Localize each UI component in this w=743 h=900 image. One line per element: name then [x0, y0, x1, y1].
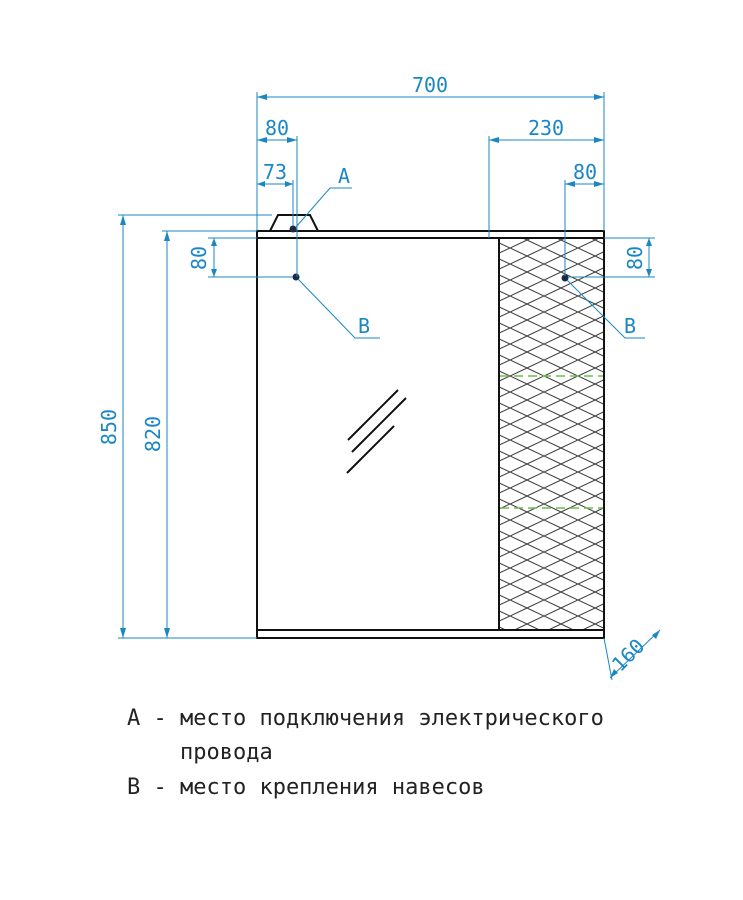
dim-left-80: 80 — [265, 116, 289, 140]
dim-right-vertical-80: 80 — [623, 246, 647, 270]
mirror-glare-icon — [346, 389, 407, 474]
dim-height-820: 820 — [141, 416, 165, 452]
legend-line-b: В - место крепления навесов — [127, 775, 485, 800]
dim-right-80-top: 80 — [573, 160, 597, 184]
dimension-arrows — [120, 94, 660, 678]
dim-height-850: 850 — [97, 409, 121, 445]
dim-right-230: 230 — [528, 116, 564, 140]
legend-line-a-cont: провода — [180, 740, 273, 765]
callout-b-left: B — [358, 314, 370, 338]
lamp-fixture — [269, 214, 319, 232]
cabinet-body — [256, 214, 605, 639]
shelves — [500, 375, 603, 509]
electric-connection-point — [289, 225, 297, 233]
dim-left-vertical-80: 80 — [187, 246, 211, 270]
cabinet-outline — [256, 230, 605, 639]
dimension-lines — [118, 92, 661, 681]
dim-width-700: 700 — [412, 73, 448, 97]
mount-point-left — [292, 273, 300, 281]
callout-b-right: B — [624, 314, 636, 338]
legend-line-a: А - место подключения электрического — [127, 706, 604, 731]
dim-depth-160: 160 — [607, 634, 650, 677]
cabinet-door-hatch — [500, 239, 603, 629]
callout-a: A — [338, 164, 350, 188]
mount-point-right — [561, 274, 569, 282]
dim-left-73: 73 — [263, 160, 287, 184]
